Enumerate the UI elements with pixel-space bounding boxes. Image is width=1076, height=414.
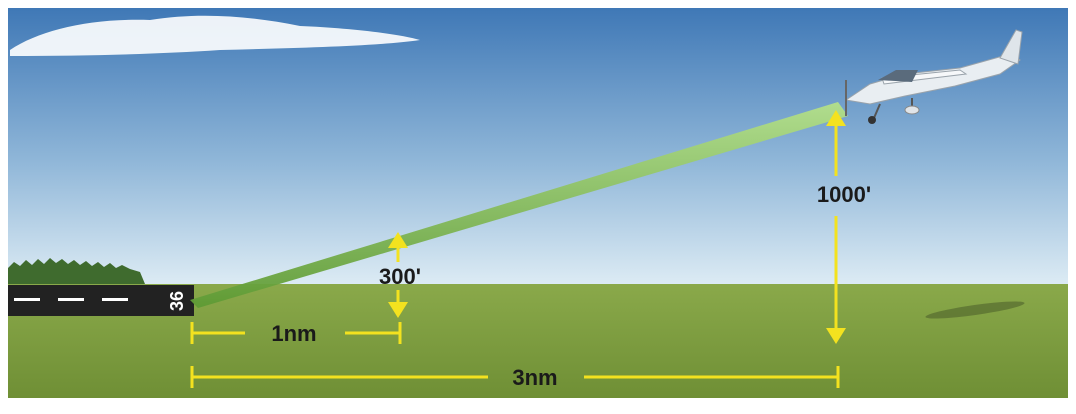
altitude-1000-label: 1000' [817, 182, 871, 207]
altitude-300-label: 300' [379, 264, 421, 289]
glide-path [190, 102, 848, 308]
cloud-icon [10, 15, 420, 57]
distance-1nm-label: 1nm [271, 321, 316, 346]
runway: 36 [8, 285, 194, 316]
tree-line-icon [8, 258, 145, 284]
dimension-lines [190, 110, 846, 388]
airplane-icon [844, 29, 1025, 319]
runway-number: 36 [167, 291, 187, 311]
sky [8, 8, 1068, 284]
distance-3nm-label: 3nm [512, 365, 557, 390]
